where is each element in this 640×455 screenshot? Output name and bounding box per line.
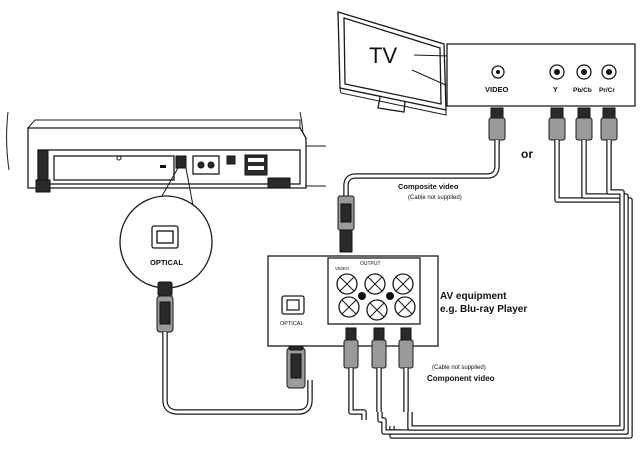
av-equipment-example-label: e.g. Blu-ray Player [440, 304, 527, 315]
av-equipment-label: AV equipment [440, 291, 507, 302]
tv-callout-line [411, 69, 449, 87]
tv-icon: TV [337, 11, 447, 116]
or-label: or [521, 147, 533, 161]
tv-connection-panel: VIDEO Y Pb/Cb Pr/Cr [446, 43, 636, 107]
optical-port-icon [175, 155, 187, 169]
av-optical-label: OPTICAL [280, 321, 304, 327]
component-video-label: Component video [427, 374, 495, 383]
pr-jack-label: Pr/Cr [599, 87, 615, 94]
component-cable-note: (Cable not supplied) [432, 365, 486, 371]
soundbar-icon [6, 111, 326, 193]
composite-video-cable [337, 107, 506, 253]
tv-callout-line [413, 54, 449, 57]
tv-label: TV [369, 43, 397, 68]
video-jack-icon [496, 70, 500, 74]
optical-port-callout: OPTICAL [119, 195, 213, 289]
y-jack-label: Y [553, 87, 558, 94]
composite-cable-note: (Cable not supplied) [408, 195, 462, 201]
video-out-label: VIDEO [335, 266, 350, 271]
optical-cable [156, 281, 313, 415]
component-video-cable [343, 107, 633, 439]
pb-jack-label: Pb/Cb [573, 87, 592, 94]
output-label: OUTPUT [360, 261, 381, 267]
video-jack-label: VIDEO [485, 85, 509, 94]
optical-port-label: OPTICAL [150, 258, 183, 267]
composite-video-label: Composite video [398, 182, 459, 191]
